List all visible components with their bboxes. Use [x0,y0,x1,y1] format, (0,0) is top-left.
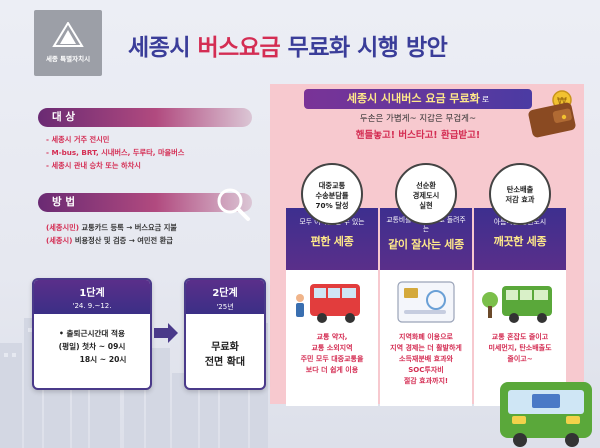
step-2-label: 2단계 [212,288,238,299]
column-title: 깨끗한 세종 [493,235,547,248]
bus-icon [296,284,360,323]
list-item: (세종시민) 교통카드 등록 → 버스요금 지불 [46,223,177,232]
step-1-line: • 출퇴근시간대 적용 [58,329,126,338]
panel-title-text: 세종시 시내버스 요금 무료화 [346,92,480,105]
method-list: (세종시민) 교통카드 등록 → 버스요금 지불 (세종시) 비용정산 및 검증… [46,221,177,247]
city-emblem-icon [52,22,84,47]
column-title: 같이 잘사는 세종 [388,238,464,251]
step-2-body: 무료화 전면 확대 [186,340,264,370]
logo-text: 세종 특별자치시 [45,55,91,63]
method-heading: 방 법 [38,193,252,212]
step-1-label: 1단계 [79,288,105,299]
list-item: - 세종시 관내 승차 또는 하차시 [46,161,141,170]
wallet-icon: ₩ [528,90,576,138]
bus-illustration-icon [500,382,592,447]
step-1-line: 18시 ~ 20시 [79,355,127,364]
column-title: 편한 세종 [310,235,354,248]
title-prefix: 세종시 [128,35,190,61]
step-2-date: '25년 [216,303,234,311]
search-icon [217,188,250,221]
step-2-card: 2단계 '25년 무료화 전면 확대 [184,278,266,390]
svg-text:₩: ₩ [557,96,567,107]
benefit-column-convenient: 모두 어디든 갈 수 있는 편한 세종 교통 약자,교통 소외지역 주민 모두 … [286,208,378,406]
title-suffix: 무료화 시행 방안 [287,35,448,61]
step-1-date: '24. 9.~12. [72,302,112,310]
step-2-line: 전면 확대 [204,357,246,368]
step-2-line: 무료화 [211,342,239,353]
step-1-header: 1단계 '24. 9.~12. [34,280,150,314]
list-item: - 세종시 거주 전시민 [46,135,110,144]
step-1-card: 1단계 '24. 9.~12. • 출퇴근시간대 적용 (평일) 첫차 ~ 09… [32,278,152,390]
step-1-line: (평일) 첫차 ~ 09시 [58,342,126,351]
list-item: (세종시) 비용정산 및 검증 → 여민전 환급 [46,236,173,245]
sejong-city-logo: 세종 특별자치시 [34,10,102,76]
page-title: 세종시 버스요금 무료화 시행 방안 [128,28,448,62]
panel-slogan: 핸들놓고! 버스타고! 환급받고! [355,130,481,141]
panel-subtitle: 두손은 가볍게~ 지갑은 무겁게~ [359,114,477,124]
title-accent: 버스요금 [197,35,281,61]
target-heading: 대 상 [38,108,252,127]
step-2-header: 2단계 '25년 [186,280,264,314]
panel-title-suffix: 로 [481,95,490,104]
list-item: - M-bus, BRT, 시내버스, 두루타, 마을버스 [46,148,185,157]
transit-card-icon [397,281,455,323]
arrow-right-icon [154,323,178,343]
step-1-body: • 출퇴근시간대 적용 (평일) 첫차 ~ 09시 18시 ~ 20시 [34,327,150,366]
green-bus-icon [482,286,552,323]
target-list: - 세종시 거주 전시민 - M-bus, BRT, 시내버스, 두루타, 마을… [46,133,184,172]
